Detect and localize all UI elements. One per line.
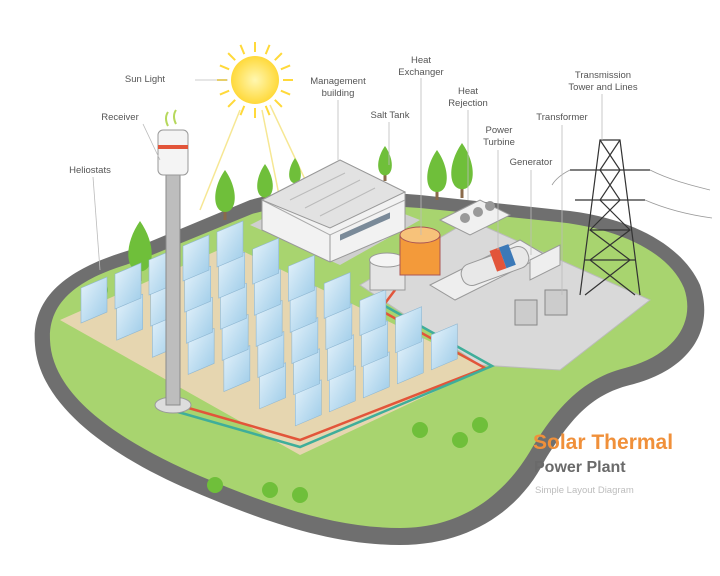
- bush-icon: [412, 422, 428, 438]
- bush-icon: [472, 417, 488, 433]
- sun-beam: [261, 109, 281, 201]
- label-generator: Generator: [509, 157, 553, 168]
- label-heliostats: Heliostats: [69, 165, 111, 176]
- heliostat-panel: [114, 262, 142, 310]
- sun-ray: [227, 52, 236, 61]
- generator: [529, 244, 561, 281]
- heliostat-panel: [288, 254, 315, 302]
- label-line: Transmission: [574, 70, 632, 81]
- heliostat-panel: [430, 323, 458, 371]
- tree-trunk: [435, 190, 439, 200]
- transmission-tower: [551, 139, 713, 296]
- title-line-2: Power Plant: [534, 459, 626, 476]
- tree-crown: [427, 150, 447, 192]
- sun-ray: [274, 52, 283, 61]
- bush-icon: [292, 487, 308, 503]
- tree-trunk: [460, 187, 464, 198]
- sun-beams: [199, 104, 311, 211]
- sun-ray: [280, 89, 291, 96]
- sun-ray: [239, 44, 246, 55]
- tree-crown: [378, 146, 392, 176]
- label-line: Heat: [410, 55, 432, 66]
- label-line: Rejection: [448, 98, 488, 109]
- label-line: Heat: [457, 86, 479, 97]
- tree-crown: [128, 221, 152, 272]
- heliostat-field: [80, 220, 458, 427]
- bush-icon: [207, 477, 223, 493]
- subtitle: Simple Layout Diagram: [535, 485, 634, 496]
- sun-ray: [219, 64, 230, 71]
- label-line: Exchanger: [398, 67, 444, 78]
- tree-icon: [378, 146, 392, 181]
- tree-icon: [451, 143, 473, 198]
- sun-ray: [264, 44, 271, 55]
- heliostat-panel: [80, 276, 108, 324]
- sun-ray: [274, 99, 283, 108]
- heliostat-panel: [359, 289, 387, 337]
- sun-ray: [219, 89, 230, 96]
- heat-exchanger: [399, 226, 441, 276]
- sun-ray: [280, 64, 291, 71]
- management-building: [260, 159, 407, 263]
- heliostat-panel: [252, 237, 280, 285]
- heliostat-panel: [323, 271, 351, 319]
- bush-icon: [262, 482, 278, 498]
- label-line: Tower and Lines: [568, 82, 638, 93]
- title-line-1: Solar Thermal: [533, 431, 674, 454]
- tree-trunk: [383, 174, 387, 181]
- sun-ray: [227, 99, 236, 108]
- label-line: building: [321, 88, 355, 99]
- leader-lines: [92, 78, 603, 295]
- tree-crown: [451, 143, 473, 190]
- sun-ray: [264, 105, 271, 116]
- heat-rejection: [438, 199, 512, 236]
- label-line: Management: [310, 76, 366, 87]
- label-transformer: Transformer: [536, 112, 588, 123]
- tree-icon: [427, 150, 447, 200]
- heliostat-panel: [395, 306, 422, 354]
- label-sun-light: Sun Light: [124, 74, 166, 85]
- sun-icon: [217, 42, 293, 118]
- sun-beam: [199, 109, 241, 211]
- heliostat-panel: [216, 220, 244, 268]
- transformer: [514, 289, 568, 326]
- label-salt-tank: Salt Tank: [370, 110, 410, 121]
- sun-beam: [269, 104, 311, 191]
- bush-icon: [452, 432, 468, 448]
- label-line: Turbine: [483, 137, 515, 148]
- tree-icon: [215, 170, 235, 220]
- label-receiver: Receiver: [101, 112, 139, 123]
- label-line: Power: [485, 125, 513, 136]
- tree-crown: [257, 164, 273, 198]
- power-turbine: [428, 239, 547, 301]
- tree-crown: [215, 170, 235, 212]
- sun-ray: [239, 105, 246, 116]
- receiver-tower: [154, 109, 192, 414]
- heliostat-panel: [182, 234, 210, 282]
- tree-crown: [289, 158, 301, 184]
- tree-trunk: [223, 210, 227, 220]
